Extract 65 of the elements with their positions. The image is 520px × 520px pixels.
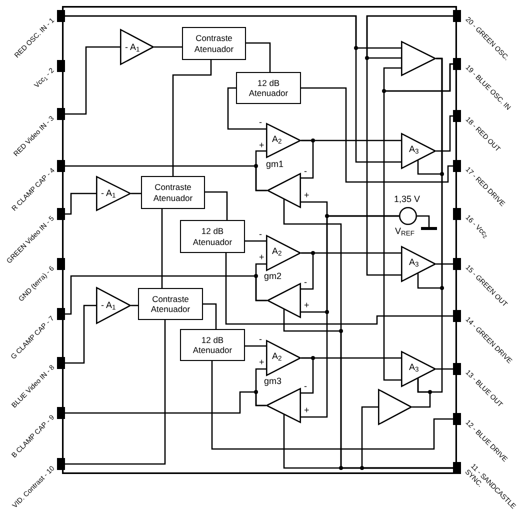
polarity-sign: + <box>304 301 310 310</box>
wire <box>65 15 401 163</box>
polarity-sign: - <box>304 167 307 176</box>
wire <box>361 406 453 469</box>
wire <box>301 252 314 290</box>
amplifier-label: gm3 <box>264 377 282 386</box>
polarity-sign: - <box>259 230 262 239</box>
wire <box>211 361 453 450</box>
wire <box>366 15 453 276</box>
amplifier-label: - A$_{1}$ <box>101 300 116 311</box>
wire <box>65 46 120 115</box>
amplifier-label: A$_{2}$ <box>272 134 282 145</box>
wire <box>412 378 431 408</box>
polarity-sign: + <box>259 358 264 367</box>
reference-label: V$_{REF}$ <box>395 227 415 236</box>
polarity-sign: + <box>259 141 264 150</box>
wire <box>246 42 271 72</box>
wire <box>172 60 212 176</box>
wire <box>65 165 267 192</box>
wire <box>65 275 267 315</box>
wire <box>161 209 163 288</box>
voltage-label: 1,35 V <box>394 195 420 204</box>
polarity-sign: + <box>304 191 310 200</box>
amplifier-label: A$_{2}$ <box>272 351 282 362</box>
amplifier-label: gm2 <box>264 272 282 281</box>
wire <box>65 192 96 215</box>
polarity-sign: + <box>304 406 310 415</box>
wire <box>65 391 266 414</box>
chip-outline <box>62 6 457 474</box>
polarity-sign: - <box>304 382 307 391</box>
wire <box>65 304 96 364</box>
amplifier-label: A$_{3}$ <box>409 144 419 155</box>
amplifier-label: A$_{3}$ <box>409 362 419 373</box>
attenuator-block: 12 dB Atenuador <box>180 220 245 253</box>
wire <box>301 215 399 418</box>
wire <box>383 63 454 381</box>
amplifier-label: - A$_{1}$ <box>101 188 116 199</box>
attenuator-block: 12 dB Atenuador <box>236 72 301 104</box>
polarity-sign: - <box>304 278 307 287</box>
wire <box>436 368 453 370</box>
wire <box>301 87 453 183</box>
wire <box>301 357 314 394</box>
wire <box>225 253 453 325</box>
wire <box>436 263 453 265</box>
amplifier-label: gm1 <box>266 160 284 169</box>
attenuator-block: Contraste Atenuador <box>141 176 205 209</box>
attenuator-block: Contraste Atenuador <box>138 288 203 320</box>
wire <box>301 140 314 179</box>
amplifier-label: - A$_{1}$ <box>125 42 140 53</box>
polarity-sign: + <box>259 253 264 262</box>
wire <box>131 192 141 194</box>
wire <box>245 240 266 242</box>
attenuator-block: 12 dB Atenuador <box>180 329 245 361</box>
wire <box>245 345 266 347</box>
wire <box>227 87 266 130</box>
wire <box>436 115 453 152</box>
polarity-sign: - <box>259 335 262 344</box>
wire <box>154 46 182 48</box>
wire <box>205 191 228 220</box>
polarity-sign: - <box>259 118 262 127</box>
amplifier-label: A$_{2}$ <box>272 246 282 257</box>
attenuator-block: Contraste Atenuador <box>182 27 246 60</box>
wire <box>65 320 166 465</box>
amplifier-label: A$_{3}$ <box>409 257 419 268</box>
wire <box>203 303 217 329</box>
